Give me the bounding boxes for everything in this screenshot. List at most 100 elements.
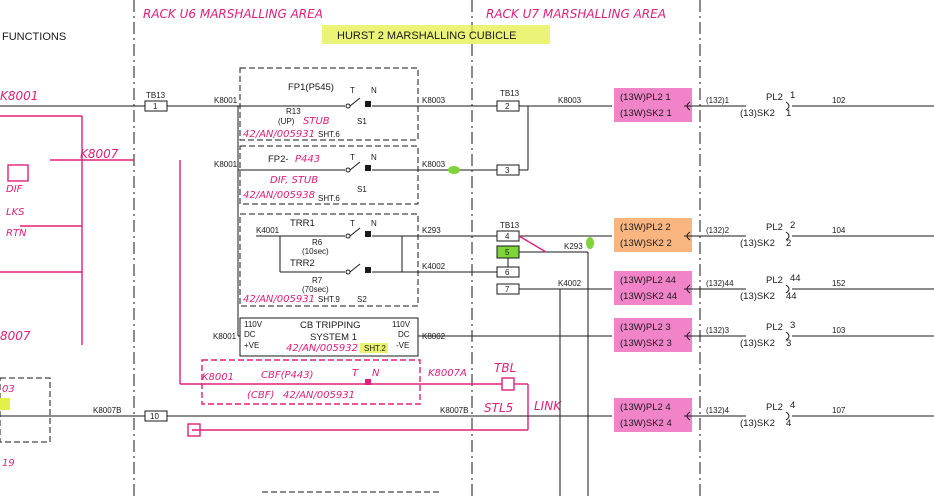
link-note: LINK bbox=[534, 399, 562, 413]
trr2-contact-blade bbox=[349, 263, 361, 273]
tb13-left-label: TB13 bbox=[146, 91, 166, 100]
fp2-stub-note: DIF, STUB bbox=[270, 175, 318, 186]
cb-ref-note: 42/AN/005932 bbox=[286, 343, 358, 354]
fp2-contact-node bbox=[345, 167, 351, 173]
plug-connector-4 bbox=[686, 331, 691, 341]
new-cbf2-note: (CBF) bbox=[247, 390, 274, 401]
left-8007-lower-note: 8007 bbox=[0, 329, 31, 343]
plug-highlight-3 bbox=[614, 271, 692, 305]
sk2-label-1: (13)SK2 bbox=[740, 108, 775, 119]
sk2-num-1: 1 bbox=[786, 108, 791, 119]
k4002-label-2: K4002 bbox=[558, 279, 582, 288]
pl2-label-2: PL2 bbox=[766, 222, 783, 233]
k8007b-label-1: K8007B bbox=[93, 406, 121, 415]
plug-connector-3 bbox=[686, 284, 691, 294]
sk2-connector-4 bbox=[785, 331, 790, 341]
out-wire-num-2: 104 bbox=[832, 226, 846, 235]
trr2-contact-node bbox=[345, 269, 351, 275]
plug-connector-5 bbox=[686, 411, 691, 421]
fp2-n-label: N bbox=[371, 153, 377, 162]
left-dif-note: DIF bbox=[6, 184, 23, 195]
plug-connector-1 bbox=[686, 101, 691, 111]
pink-k293-link bbox=[518, 235, 547, 253]
fp2-p443-note: P443 bbox=[295, 154, 320, 165]
fp2-switch-block bbox=[365, 165, 371, 171]
new-switch-block bbox=[365, 379, 371, 385]
trr-sheet: SHT.9 bbox=[318, 295, 340, 304]
terminal-10-num: 10 bbox=[150, 412, 159, 421]
pl2-num-4: 3 bbox=[790, 320, 795, 331]
fp2-contact-blade bbox=[349, 161, 361, 171]
cb-left-dc: DC bbox=[244, 330, 256, 339]
trr-ref-note: 42/AN/005931 bbox=[243, 294, 315, 305]
cb-sheet: SHT.2 bbox=[364, 344, 386, 353]
left-margin-annotations: K8001 K8007 DIF LKS RTN 8007 03 19 bbox=[0, 89, 134, 469]
trr1-switch-block bbox=[365, 231, 371, 237]
out-wire-num-1: 102 bbox=[832, 96, 846, 105]
trr1-contact-node bbox=[345, 233, 351, 239]
k293-label-2: K293 bbox=[564, 242, 583, 251]
k8003-label-3: K8003 bbox=[558, 96, 582, 105]
sk2-connector-5 bbox=[785, 411, 790, 421]
cbf-new-dashed-box bbox=[201, 359, 421, 405]
cubicle-title: HURST 2 MARSHALLING CUBICLE bbox=[337, 30, 517, 42]
plug-code-1: (132)1 bbox=[706, 96, 730, 105]
fp2-sheet: SHT.6 bbox=[318, 194, 340, 203]
sk2-num-2: 2 bbox=[786, 238, 791, 249]
trr-r7: R7 bbox=[312, 276, 323, 285]
plug-sk-label-3: (13W)SK2 44 bbox=[620, 291, 677, 302]
sk2-label-5: (13)SK2 bbox=[740, 418, 775, 429]
tb13-left-terminal-1-num: 1 bbox=[153, 102, 158, 111]
stl5-note: STL5 bbox=[484, 401, 513, 415]
sk2-num-4: 3 bbox=[786, 338, 791, 349]
left-dashed-box bbox=[0, 377, 51, 443]
fp1-ref-note: 42/AN/005931 bbox=[243, 129, 315, 140]
new-cbf-ref-note: 42/AN/005931 bbox=[283, 390, 355, 401]
k8002-label: K8002 bbox=[422, 332, 446, 341]
sk2-connector-3 bbox=[785, 284, 790, 294]
green-mark-k8003 bbox=[448, 166, 460, 174]
cubicle-title-highlight bbox=[322, 25, 550, 44]
sk2-connector-1 bbox=[785, 101, 790, 111]
cb-right-voltage: 110V bbox=[392, 320, 411, 329]
trr-switch: S2 bbox=[357, 295, 367, 304]
trr1-contact-blade bbox=[349, 227, 361, 237]
pl2-label-5: PL2 bbox=[766, 402, 783, 413]
new-n-note: N bbox=[372, 368, 380, 379]
fp1-sheet: SHT.6 bbox=[318, 130, 340, 139]
tb13-terminal-5-num: 5 bbox=[505, 248, 510, 257]
tb13-terminal-4-num: 4 bbox=[505, 232, 510, 241]
fp2-dashed-box bbox=[239, 145, 419, 205]
tb13-terminal-6-num: 6 bbox=[505, 268, 510, 277]
k293-label-1: K293 bbox=[422, 226, 441, 235]
plug-highlight-5 bbox=[614, 398, 692, 432]
pl2-label-4: PL2 bbox=[766, 322, 783, 333]
cb-tripping-box bbox=[239, 317, 419, 357]
out-wire-num-5: 107 bbox=[832, 406, 846, 415]
sk2-connector-2 bbox=[785, 231, 790, 241]
plug-highlight-2 bbox=[614, 218, 692, 252]
cb-title: CB TRIPPING bbox=[300, 320, 361, 331]
trr-r6: R6 bbox=[312, 238, 323, 247]
sk2-label-2: (13)SK2 bbox=[740, 238, 775, 249]
trr2-label: TRR2 bbox=[290, 258, 315, 269]
sk2-label-4: (13)SK2 bbox=[740, 338, 775, 349]
plug-code-4: (132)3 bbox=[706, 326, 730, 335]
cb-right-dc: DC bbox=[398, 330, 410, 339]
plug-pl-label-1: (13W)PL2 1 bbox=[620, 92, 671, 103]
left-lks-note: LKS bbox=[6, 207, 25, 218]
plug-code-3: (132)44 bbox=[706, 279, 734, 288]
cb-left-voltage: 110V bbox=[244, 320, 263, 329]
k8003-label-1: K8003 bbox=[422, 96, 446, 105]
plug-pl-label-5: (13W)PL2 4 bbox=[620, 402, 671, 413]
k8007b-label-2: K8007B bbox=[440, 406, 468, 415]
plug-sk-label-1: (13W)SK2 1 bbox=[620, 108, 672, 119]
header-functions-text: FUNCTIONS bbox=[2, 31, 66, 43]
fp1-n-label: N bbox=[371, 86, 377, 95]
k8003-label-2: K8003 bbox=[422, 160, 446, 169]
fp1-title: FP1(P545) bbox=[288, 82, 334, 93]
left-03-note: 03 bbox=[2, 384, 15, 395]
trr-r6-time: (10sec) bbox=[302, 247, 329, 256]
